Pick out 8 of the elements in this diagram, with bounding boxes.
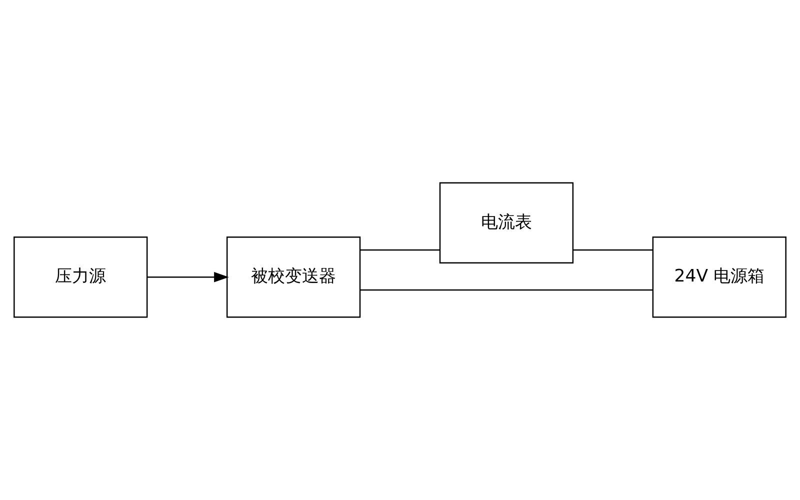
node-box: 电流表 bbox=[439, 182, 574, 264]
arrow bbox=[147, 272, 229, 282]
connector bbox=[360, 289, 653, 291]
connector bbox=[360, 249, 440, 251]
node-box: 被校变送器 bbox=[226, 236, 361, 318]
node-box: 压力源 bbox=[14, 236, 148, 318]
node-box: 24V 电源箱 bbox=[652, 236, 786, 318]
connector bbox=[573, 249, 653, 251]
